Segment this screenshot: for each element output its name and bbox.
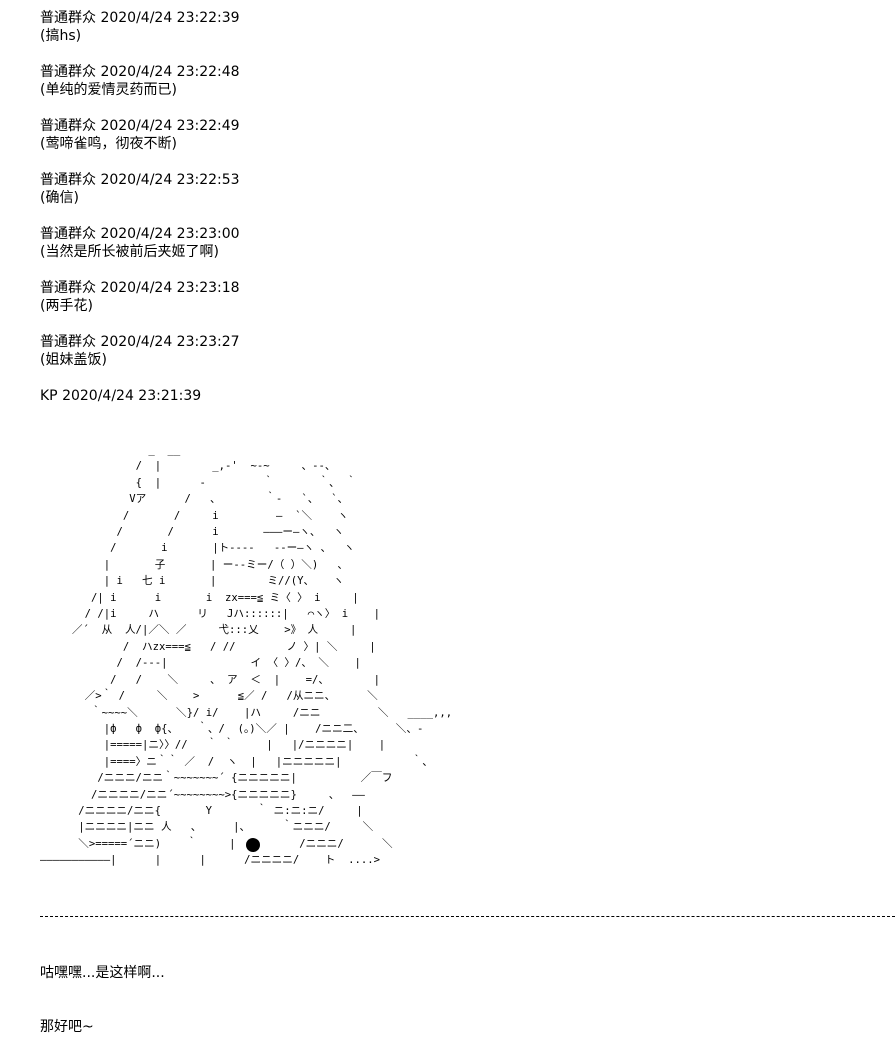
message-body: (两手花) — [40, 298, 93, 314]
message-2: 普通群众 2020/4/24 23:22:48 (单纯的爱情灵药而已) — [40, 63, 240, 99]
message-header: 普通群众 2020/4/24 23:22:49 — [40, 118, 240, 134]
message-body: (姐妹盖饭) — [40, 352, 107, 368]
message-header: 普通群众 2020/4/24 23:22:48 — [40, 64, 240, 80]
dashed-divider — [40, 916, 895, 917]
ascii-art-dot — [246, 838, 260, 852]
message-3: 普通群众 2020/4/24 23:22:49 (莺啼雀鸣，彻夜不断) — [40, 117, 240, 153]
message-body: (单纯的爱情灵药而已) — [40, 82, 177, 98]
message-body: (当然是所长被前后夹姬了啊) — [40, 244, 219, 260]
message-5: 普通群众 2020/4/24 23:23:00 (当然是所长被前后夹姬了啊) — [40, 225, 240, 261]
ascii-art: _ __ / | _,-' ~-~ 、--、 { | - ｀ ｀、 ｀ Vア /… — [40, 444, 453, 867]
message-4: 普通群众 2020/4/24 23:22:53 (确信) — [40, 171, 240, 207]
caption: 咕嘿嘿...是这样啊... 那好吧~ — [40, 928, 165, 1054]
message-header: 普通群众 2020/4/24 23:23:27 — [40, 334, 240, 350]
message-body: (搞hs) — [40, 28, 82, 44]
kp-message-header: KP 2020/4/24 23:21:39 — [40, 388, 202, 404]
message-header: 普通群众 2020/4/24 23:22:53 — [40, 172, 240, 188]
message-header: 普通群众 2020/4/24 23:23:18 — [40, 280, 240, 296]
message-header: 普通群众 2020/4/24 23:23:00 — [40, 226, 240, 242]
message-header: 普通群众 2020/4/24 23:22:39 — [40, 10, 240, 26]
message-7: 普通群众 2020/4/24 23:23:27 (姐妹盖饭) — [40, 333, 240, 369]
message-body: (确信) — [40, 190, 79, 206]
caption-line-2: 那好吧~ — [40, 1019, 94, 1035]
message-body: (莺啼雀鸣，彻夜不断) — [40, 136, 177, 152]
message-1: 普通群众 2020/4/24 23:22:39 (搞hs) — [40, 9, 240, 45]
message-6: 普通群众 2020/4/24 23:23:18 (两手花) — [40, 279, 240, 315]
caption-line-1: 咕嘿嘿...是这样啊... — [40, 965, 165, 981]
